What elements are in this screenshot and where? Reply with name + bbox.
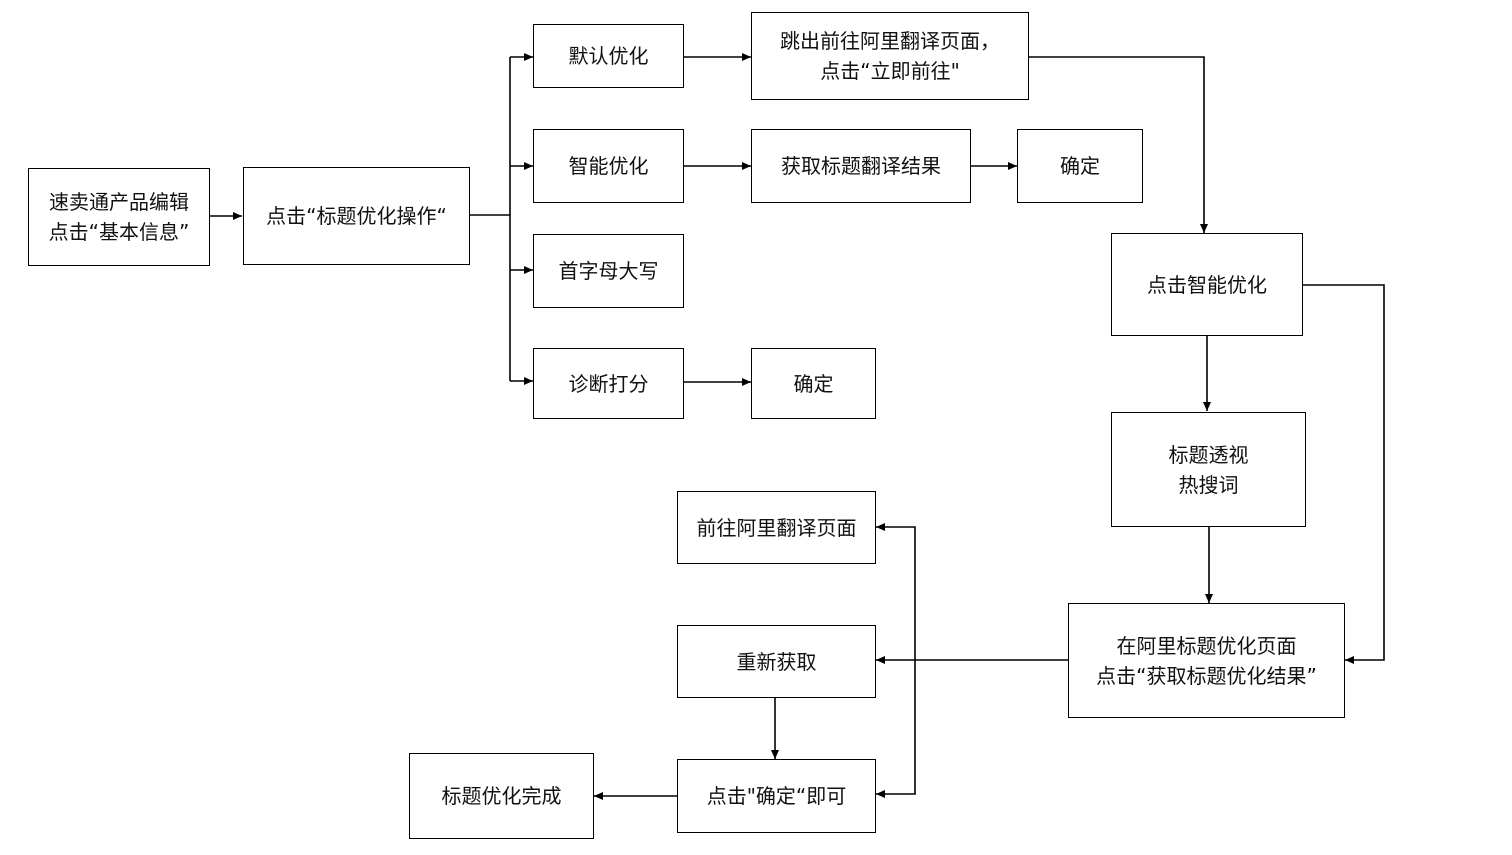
node-refetch: 重新获取 (677, 625, 876, 698)
connector-jump-to-click-smart (1029, 56, 1208, 233)
connector-to-click-confirm (876, 660, 916, 798)
connector-to-goto-ali-trans (876, 523, 916, 660)
node-get-translation: 获取标题翻译结果 (751, 129, 971, 203)
node-click-confirm: 点击"确定“即可 (677, 759, 876, 833)
node-jump-ali: 跳出前往阿里翻译页面， 点击“立即前往" (751, 12, 1029, 100)
node-ali-page: 在阿里标题优化页面 点击“获取标题优化结果” (1068, 603, 1345, 718)
node-done: 标题优化完成 (409, 753, 594, 839)
node-confirm-2: 确定 (751, 348, 876, 419)
node-confirm-1: 确定 (1017, 129, 1143, 203)
node-capitalize: 首字母大写 (533, 234, 684, 308)
node-smart-opt: 智能优化 (533, 129, 684, 203)
node-title-hot: 标题透视 热搜词 (1111, 412, 1306, 527)
node-click-smart: 点击智能优化 (1111, 233, 1303, 336)
node-diagnose: 诊断打分 (533, 348, 684, 419)
node-start: 速卖通产品编辑 点击“基本信息” (28, 168, 210, 266)
node-goto-ali-trans: 前往阿里翻译页面 (677, 491, 876, 564)
node-default-opt: 默认优化 (533, 24, 684, 88)
connector-click-smart-to-ali-page (1303, 284, 1385, 664)
node-click-title-op: 点击“标题优化操作“ (243, 167, 470, 265)
